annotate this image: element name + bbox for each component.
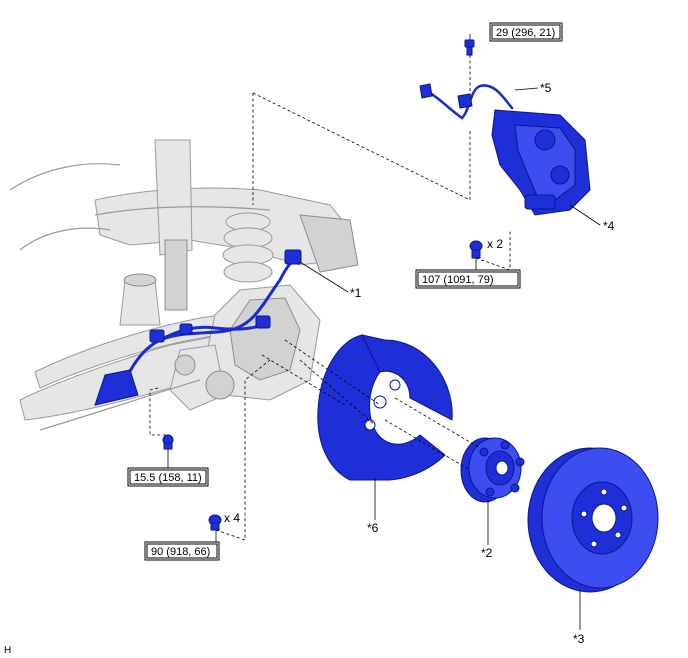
brake-hose — [419, 83, 514, 120]
hub-bearing — [460, 437, 525, 503]
torque-value-caliper: 107 (1091, 79) — [422, 274, 494, 286]
torque-box-caliper: 107 (1091, 79) — [415, 269, 521, 289]
quantity-shield-bolts: x 4 — [224, 511, 240, 525]
suspension-assembly — [9, 139, 359, 431]
callout-6: *6 — [367, 521, 379, 535]
callout-3: *3 — [573, 632, 585, 646]
quantity-caliper-bolts: x 2 — [487, 237, 503, 251]
bolt-icon — [469, 240, 483, 259]
callout-2: *2 — [481, 546, 493, 560]
torque-value-top: 29 (296, 21) — [496, 27, 555, 39]
torque-value-sensor: 15.5 (158, 11) — [134, 472, 202, 484]
bolt-icon — [208, 514, 222, 531]
brake-caliper — [491, 109, 591, 216]
brake-disc — [527, 447, 659, 593]
torque-box-top: 29 (296, 21) — [489, 22, 563, 42]
bolt-icon — [162, 434, 174, 450]
torque-box-sensor: 15.5 (158, 11) — [127, 467, 209, 487]
callout-1: *1 — [350, 286, 362, 300]
dust-shield — [317, 334, 453, 481]
bolt-icon — [464, 39, 475, 56]
torque-value-shield: 90 (918, 66) — [151, 546, 210, 558]
leader-lines — [167, 34, 601, 630]
assembly-guide-lines — [149, 55, 511, 541]
speed-sensor-harness — [94, 249, 302, 406]
callout-5: *5 — [540, 81, 552, 95]
torque-box-shield: 90 (918, 66) — [144, 541, 220, 561]
footer-mark: H — [4, 645, 11, 656]
callout-4: *4 — [603, 219, 615, 233]
